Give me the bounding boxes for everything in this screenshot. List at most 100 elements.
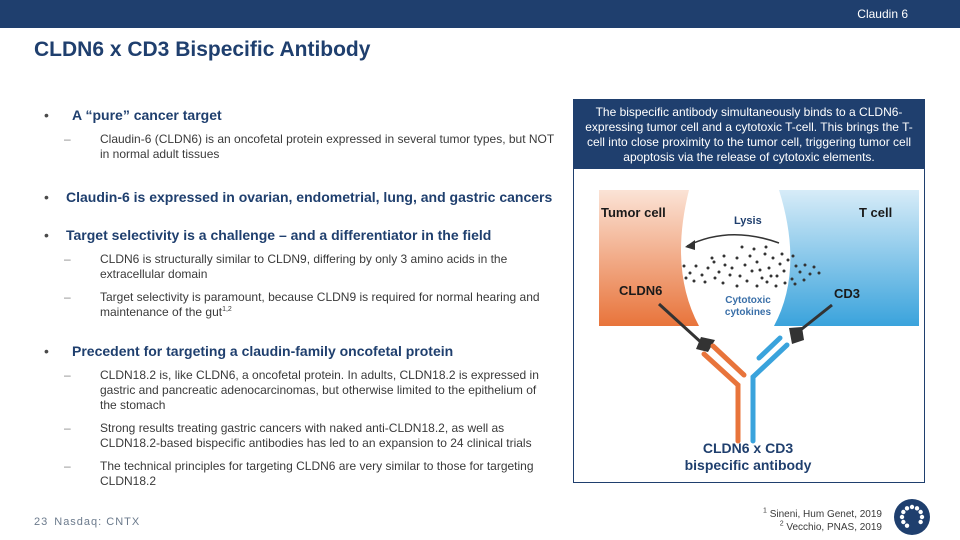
cytokine-dot bbox=[774, 284, 778, 288]
sub-bullet-text: Claudin-6 (CLDN6) is an oncofetal protei… bbox=[100, 132, 554, 161]
cytokine-dot bbox=[793, 282, 797, 286]
cytokine-dot bbox=[735, 256, 739, 260]
cytokine-dot bbox=[775, 274, 779, 278]
cytokine-dot bbox=[790, 277, 794, 281]
bullet-text: Claudin-6 is expressed in ovarian, endom… bbox=[66, 189, 553, 205]
cytokine-dot bbox=[783, 281, 787, 285]
cytokine-dot bbox=[760, 276, 764, 280]
antibody-illustration: Tumor cell T cell Lysis CLDN6 CD3 Cytoto… bbox=[599, 190, 919, 473]
cytokine-dot bbox=[692, 279, 696, 283]
cytokine-dot bbox=[780, 252, 784, 256]
logo-dot bbox=[901, 509, 906, 515]
cytokine-dot bbox=[703, 280, 707, 284]
cytokine-dot bbox=[763, 252, 767, 256]
cytokine-dot bbox=[764, 245, 768, 249]
cytokine-dot bbox=[710, 256, 714, 260]
cytokine-dot bbox=[721, 281, 725, 285]
cytokine-dot bbox=[723, 263, 727, 267]
cytokine-dot bbox=[728, 273, 732, 277]
bullet-text: Target selectivity is a challenge – and … bbox=[66, 227, 492, 243]
cytokine-dots bbox=[682, 245, 821, 288]
t-cell-shape bbox=[774, 190, 919, 326]
logo-dot bbox=[919, 514, 925, 520]
cytokine-dot bbox=[769, 274, 773, 278]
cytokine-dot bbox=[791, 254, 795, 258]
cytokine-dot bbox=[706, 266, 710, 270]
citation-superscript: 1,2 bbox=[222, 306, 232, 313]
diagram-description: The bispecific antibody simultaneously b… bbox=[574, 100, 924, 169]
company-logo-icon bbox=[894, 499, 930, 535]
bullet-dot: • bbox=[44, 107, 49, 123]
lysis-arrow bbox=[686, 234, 780, 247]
cytokine-dot bbox=[694, 264, 698, 268]
tumor-cell-label: Tumor cell bbox=[601, 205, 666, 220]
cytokine-dot bbox=[758, 268, 762, 272]
bullet-precedent: • Precedent for targeting a claudin-fami… bbox=[44, 342, 554, 360]
logo-dot bbox=[914, 506, 920, 511]
cytokine-dot bbox=[802, 278, 806, 282]
bullet-expression: • Claudin-6 is expressed in ovarian, end… bbox=[44, 188, 554, 206]
sub-bullet: – Claudin-6 (CLDN6) is an oncofetal prot… bbox=[64, 132, 554, 161]
footer: 23 Nasdaq: CNTX bbox=[34, 516, 140, 528]
cytokine-dot bbox=[717, 270, 721, 274]
cytokine-dot bbox=[748, 254, 752, 258]
antibody-label-line2: bispecific antibody bbox=[685, 457, 812, 473]
logo-dot bbox=[918, 519, 923, 525]
cytokine-dot bbox=[743, 263, 747, 267]
bullet-selectivity: • Target selectivity is a challenge – an… bbox=[44, 226, 554, 244]
footnote-1: 1 Sineni, Hum Genet, 2019 bbox=[763, 507, 882, 520]
cytokine-dot bbox=[786, 258, 790, 262]
cytokine-dot bbox=[817, 271, 821, 275]
sub-bullet: – Target selectivity is paramount, becau… bbox=[64, 290, 540, 319]
cytokine-dot bbox=[738, 274, 742, 278]
bullet-dot: • bbox=[44, 189, 49, 205]
cldn6-binding-tip bbox=[696, 337, 715, 352]
logo-dot bbox=[909, 504, 915, 510]
sub-bullet-text: CLDN18.2 is, like CLDN6, a oncofetal pro… bbox=[100, 368, 539, 412]
logo-dot bbox=[899, 514, 905, 520]
cytokine-dot bbox=[771, 256, 775, 260]
page-number: 23 bbox=[34, 516, 49, 528]
sub-bullet: – The technical principles for targeting… bbox=[64, 459, 534, 488]
cytokine-dot bbox=[812, 265, 816, 269]
t-cell-label: T cell bbox=[859, 205, 892, 220]
top-bar: Claudin 6 bbox=[0, 0, 960, 28]
sub-bullet: – CLDN6 is structurally similar to CLDN9… bbox=[64, 252, 508, 281]
logo-dot bbox=[904, 506, 910, 511]
cd3-label: CD3 bbox=[834, 286, 860, 301]
cytokine-dot bbox=[778, 262, 782, 266]
cytokine-dot bbox=[782, 269, 786, 273]
cldn6-binding-line bbox=[657, 302, 706, 347]
cd3-binding-tip bbox=[789, 327, 804, 344]
cytokine-dot bbox=[752, 247, 756, 251]
ticker: Nasdaq: CNTX bbox=[54, 516, 141, 528]
cytokine-dot bbox=[794, 264, 798, 268]
bullet-dot: • bbox=[44, 343, 49, 359]
tumor-cell-shape bbox=[599, 190, 699, 326]
logo-dot bbox=[901, 519, 906, 525]
bispecific-antibody-shape bbox=[701, 335, 790, 444]
cytokine-dot bbox=[722, 254, 726, 258]
sub-bullet: – CLDN18.2 is, like CLDN6, a oncofetal p… bbox=[64, 368, 539, 412]
logo-dot bbox=[904, 523, 910, 528]
cytokine-dot bbox=[798, 270, 802, 274]
cytokine-dot bbox=[682, 264, 686, 268]
mechanism-diagram: The bispecific antibody simultaneously b… bbox=[573, 99, 925, 483]
cytokines-label-line2: cytokines bbox=[725, 307, 772, 318]
bullet-text: A “pure” cancer target bbox=[72, 107, 222, 123]
antibody-label-line1: CLDN6 x CD3 bbox=[703, 440, 793, 456]
bullet-list: • A “pure” cancer target – Claudin-6 (CL… bbox=[44, 106, 554, 489]
page-title: CLDN6 x CD3 Bispecific Antibody bbox=[34, 38, 371, 61]
cytokine-dot bbox=[803, 263, 807, 267]
cytokine-dot bbox=[740, 245, 744, 249]
section-label: Claudin 6 bbox=[857, 7, 908, 21]
sub-bullet: – Strong results treating gastric cancer… bbox=[64, 421, 532, 450]
sub-bullet-text: CLDN6 is structurally similar to CLDN9, … bbox=[100, 252, 508, 281]
cldn6-label: CLDN6 bbox=[619, 283, 662, 298]
lysis-label: Lysis bbox=[734, 215, 762, 227]
cytokine-dot bbox=[684, 276, 688, 280]
cytokine-dot bbox=[688, 271, 692, 275]
sub-bullet-text: The technical principles for targeting C… bbox=[100, 459, 534, 488]
cytokine-dot bbox=[750, 269, 754, 273]
sub-bullet-text: Strong results treating gastric cancers … bbox=[100, 421, 532, 450]
